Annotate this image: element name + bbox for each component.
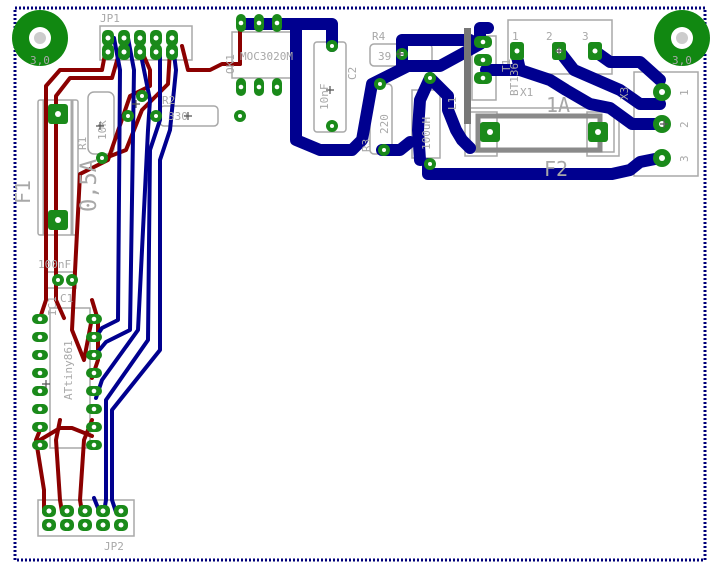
c2-value: 10nF — [318, 84, 331, 111]
polarity-marks — [42, 47, 668, 388]
silkscreen-text: 3,0 3,0 JP1 JP2 MOC3020M OK1 R4 39 R1 10… — [11, 12, 692, 553]
r2-value: 330 — [168, 110, 188, 123]
x3-pin-3: 3 — [678, 155, 691, 162]
jp2-pads — [42, 505, 128, 531]
jp1-label: JP1 — [100, 12, 120, 25]
x1-pin-2: 2 — [546, 30, 553, 43]
f2-pads — [480, 122, 608, 142]
top-layer-traces — [34, 28, 242, 514]
x1-pin-3: 3 — [582, 30, 589, 43]
c2-label: C2 — [346, 67, 359, 80]
r3-value: 220 — [378, 114, 391, 134]
r4-label: R4 — [372, 30, 386, 43]
x3-pin-2: 2 — [678, 121, 691, 128]
x1-body — [507, 19, 613, 75]
t1-label: T1 — [500, 59, 513, 72]
r2-label: R2 — [162, 94, 175, 107]
ic1-label: IC1 — [46, 296, 59, 316]
r3-label: R3 — [360, 139, 373, 152]
bottom-layer-traces — [92, 36, 178, 514]
mounting-hole-left — [12, 10, 68, 66]
f2-label: F2 — [544, 157, 568, 181]
c1-label: C1 — [60, 292, 73, 305]
r4-value: 39 — [378, 50, 391, 63]
r1-label: R1 — [76, 137, 89, 150]
l1-value: 100uH — [420, 117, 433, 150]
f1-label: F1 — [11, 180, 35, 204]
f1-value: 0,5A — [77, 159, 102, 212]
x3-pin-1: 1 — [678, 89, 691, 96]
mount-right-label: 3,0 — [672, 54, 692, 67]
l1-label: L1 — [446, 97, 459, 110]
t1-tab — [464, 28, 471, 124]
x3-label: X3 — [618, 87, 631, 100]
jp2-body — [37, 499, 135, 537]
ok1-label: OK1 — [224, 54, 237, 74]
x1-pin-1: 1 — [512, 30, 519, 43]
f2-value: 1A — [546, 93, 570, 117]
c1-value: 100nF — [38, 258, 71, 271]
mounting-hole-right — [654, 10, 710, 66]
jp2-label: JP2 — [104, 540, 124, 553]
board-outline — [13, 6, 707, 562]
ic1-value: ATtiny861 — [62, 340, 75, 400]
r1-value: 10k — [96, 120, 109, 140]
ok1-value: MOC3020M — [240, 50, 293, 63]
t1-value: BT136 — [508, 63, 521, 96]
x1-label: X1 — [520, 86, 533, 99]
mount-left-label: 3,0 — [30, 54, 50, 67]
